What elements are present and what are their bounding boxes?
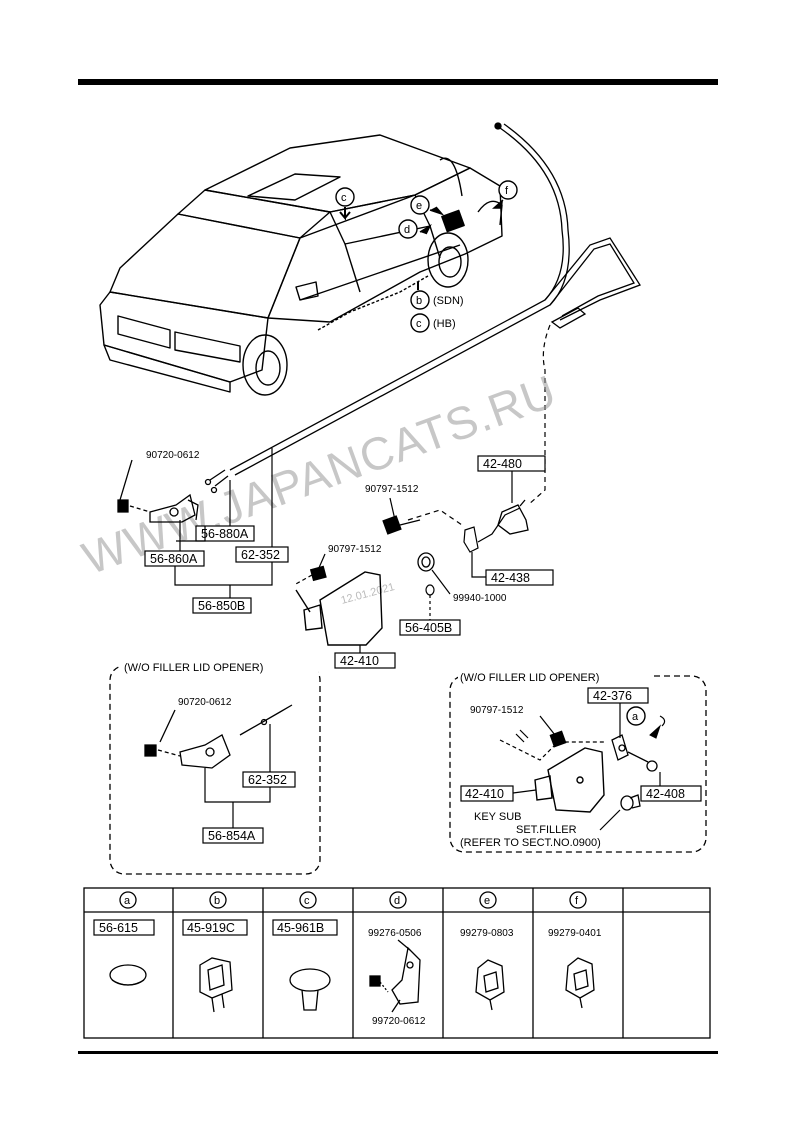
callout-b-text: (SDN) xyxy=(433,295,464,307)
inset-left-title: (W/O FILLER LID OPENER) xyxy=(124,662,263,674)
table-col-e-part: 99279-0803 xyxy=(460,928,514,939)
inset-right-screw-label: 90797-1512 xyxy=(470,705,524,716)
table-col-f-part: 99279-0401 xyxy=(548,928,602,939)
callout-c-top: c xyxy=(341,192,347,204)
table-col-c-letter: c xyxy=(304,895,310,907)
inset-right-42-410-box xyxy=(460,785,514,802)
inset-right-42-376-box xyxy=(587,687,649,704)
inset-right-lid xyxy=(534,747,605,813)
clip-e-icon xyxy=(475,959,505,1011)
inset-right-42-410: 42-410 xyxy=(465,787,504,801)
callout-d: d xyxy=(404,224,410,236)
part-56-850B: 56-850B xyxy=(198,599,245,613)
part-box-56-850B xyxy=(192,597,252,614)
callout-b: b xyxy=(416,295,422,307)
clip-f-icon xyxy=(565,957,595,1009)
callout-f: f xyxy=(505,185,509,197)
inset-right-callout-a: a xyxy=(632,711,639,723)
part-42-438: 42-438 xyxy=(491,571,530,585)
top-rule xyxy=(78,79,718,85)
part-box-62-352 xyxy=(235,546,289,563)
inset-left-cable: 62-352 xyxy=(248,773,287,787)
fastener-table xyxy=(83,887,711,1039)
part-62-352: 62-352 xyxy=(241,548,280,562)
latch-assembly xyxy=(117,459,199,523)
inset-right-bolts xyxy=(499,715,604,761)
callout-e: e xyxy=(416,200,422,212)
inset-right-note1: KEY SUB xyxy=(474,811,522,823)
table-col-d-part2: 99720-0612 xyxy=(372,1016,426,1027)
table-col-b-letter: b xyxy=(214,895,220,907)
bumper-stop xyxy=(425,584,435,596)
inset-right-42-376: 42-376 xyxy=(593,689,632,703)
inset-left-cable-box xyxy=(242,771,296,788)
inset-right-key-cylinder xyxy=(620,794,641,811)
inset-right-frame xyxy=(449,675,707,853)
bolt-lower xyxy=(293,553,327,586)
part-90797-1512-b: 90797-1512 xyxy=(328,544,382,555)
opener-cable xyxy=(204,122,641,494)
inset-left-screw-label: 90720-0612 xyxy=(178,697,232,708)
grommet xyxy=(417,552,435,572)
bottom-rule xyxy=(78,1051,718,1054)
bolt-upper xyxy=(382,497,421,535)
part-56-860A: 56-860A xyxy=(150,552,198,566)
table-col-c-part: 45-961B xyxy=(277,921,324,935)
inset-left-latch xyxy=(144,704,293,769)
table-col-a-part: 56-615 xyxy=(99,921,138,935)
part-42-410: 42-410 xyxy=(340,654,379,668)
part-90797-1512-a: 90797-1512 xyxy=(365,484,419,495)
clip-c-icon xyxy=(289,968,331,1011)
table-col-a-letter: a xyxy=(124,895,131,907)
hinge-bracket xyxy=(463,507,521,553)
fuel-filler-lid xyxy=(295,571,383,646)
callout-c-bottom: c xyxy=(416,318,422,330)
clip-b-icon xyxy=(199,957,233,1013)
inset-right-title: (W/O FILLER LID OPENER) xyxy=(460,672,599,684)
watermark-stamp: 12.01.2021 xyxy=(340,581,396,607)
table-col-f-letter: f xyxy=(575,895,579,907)
clip-a-icon xyxy=(109,964,147,986)
inset-right-note3: (REFER TO SECT.NO.0900) xyxy=(460,837,601,849)
car-callouts: c e f d b (SDN) c (HB) xyxy=(335,180,518,333)
part-box-56-880A xyxy=(195,525,255,542)
part-box-42-410 xyxy=(334,652,396,669)
table-col-d-letter: d xyxy=(394,895,400,907)
inset-right-42-408-box xyxy=(640,785,702,802)
table-col-d-part: 99276-0506 xyxy=(368,928,422,939)
clip-d-icon xyxy=(369,939,421,1013)
inset-right-hinge xyxy=(611,734,658,772)
part-56-880A: 56-880A xyxy=(201,527,249,541)
table-col-b-part: 45-919C xyxy=(187,921,235,935)
car-illustration xyxy=(99,134,503,396)
part-90720-0612: 90720-0612 xyxy=(146,450,200,461)
callout-c-text: (HB) xyxy=(433,318,456,330)
part-56-405B: 56-405B xyxy=(405,621,452,635)
inset-left-latch-label: 56-854A xyxy=(208,829,256,843)
cable-route-line xyxy=(527,324,551,506)
part-42-480: 42-480 xyxy=(483,457,522,471)
lid-opener-unit xyxy=(497,499,529,535)
inset-right-42-408: 42-408 xyxy=(646,787,685,801)
table-header: a b c d e f xyxy=(119,891,587,909)
part-99940-1000: 99940-1000 xyxy=(453,593,507,604)
table-col-e-letter: e xyxy=(484,895,490,907)
inset-right-note2: SET.FILLER xyxy=(516,824,577,836)
